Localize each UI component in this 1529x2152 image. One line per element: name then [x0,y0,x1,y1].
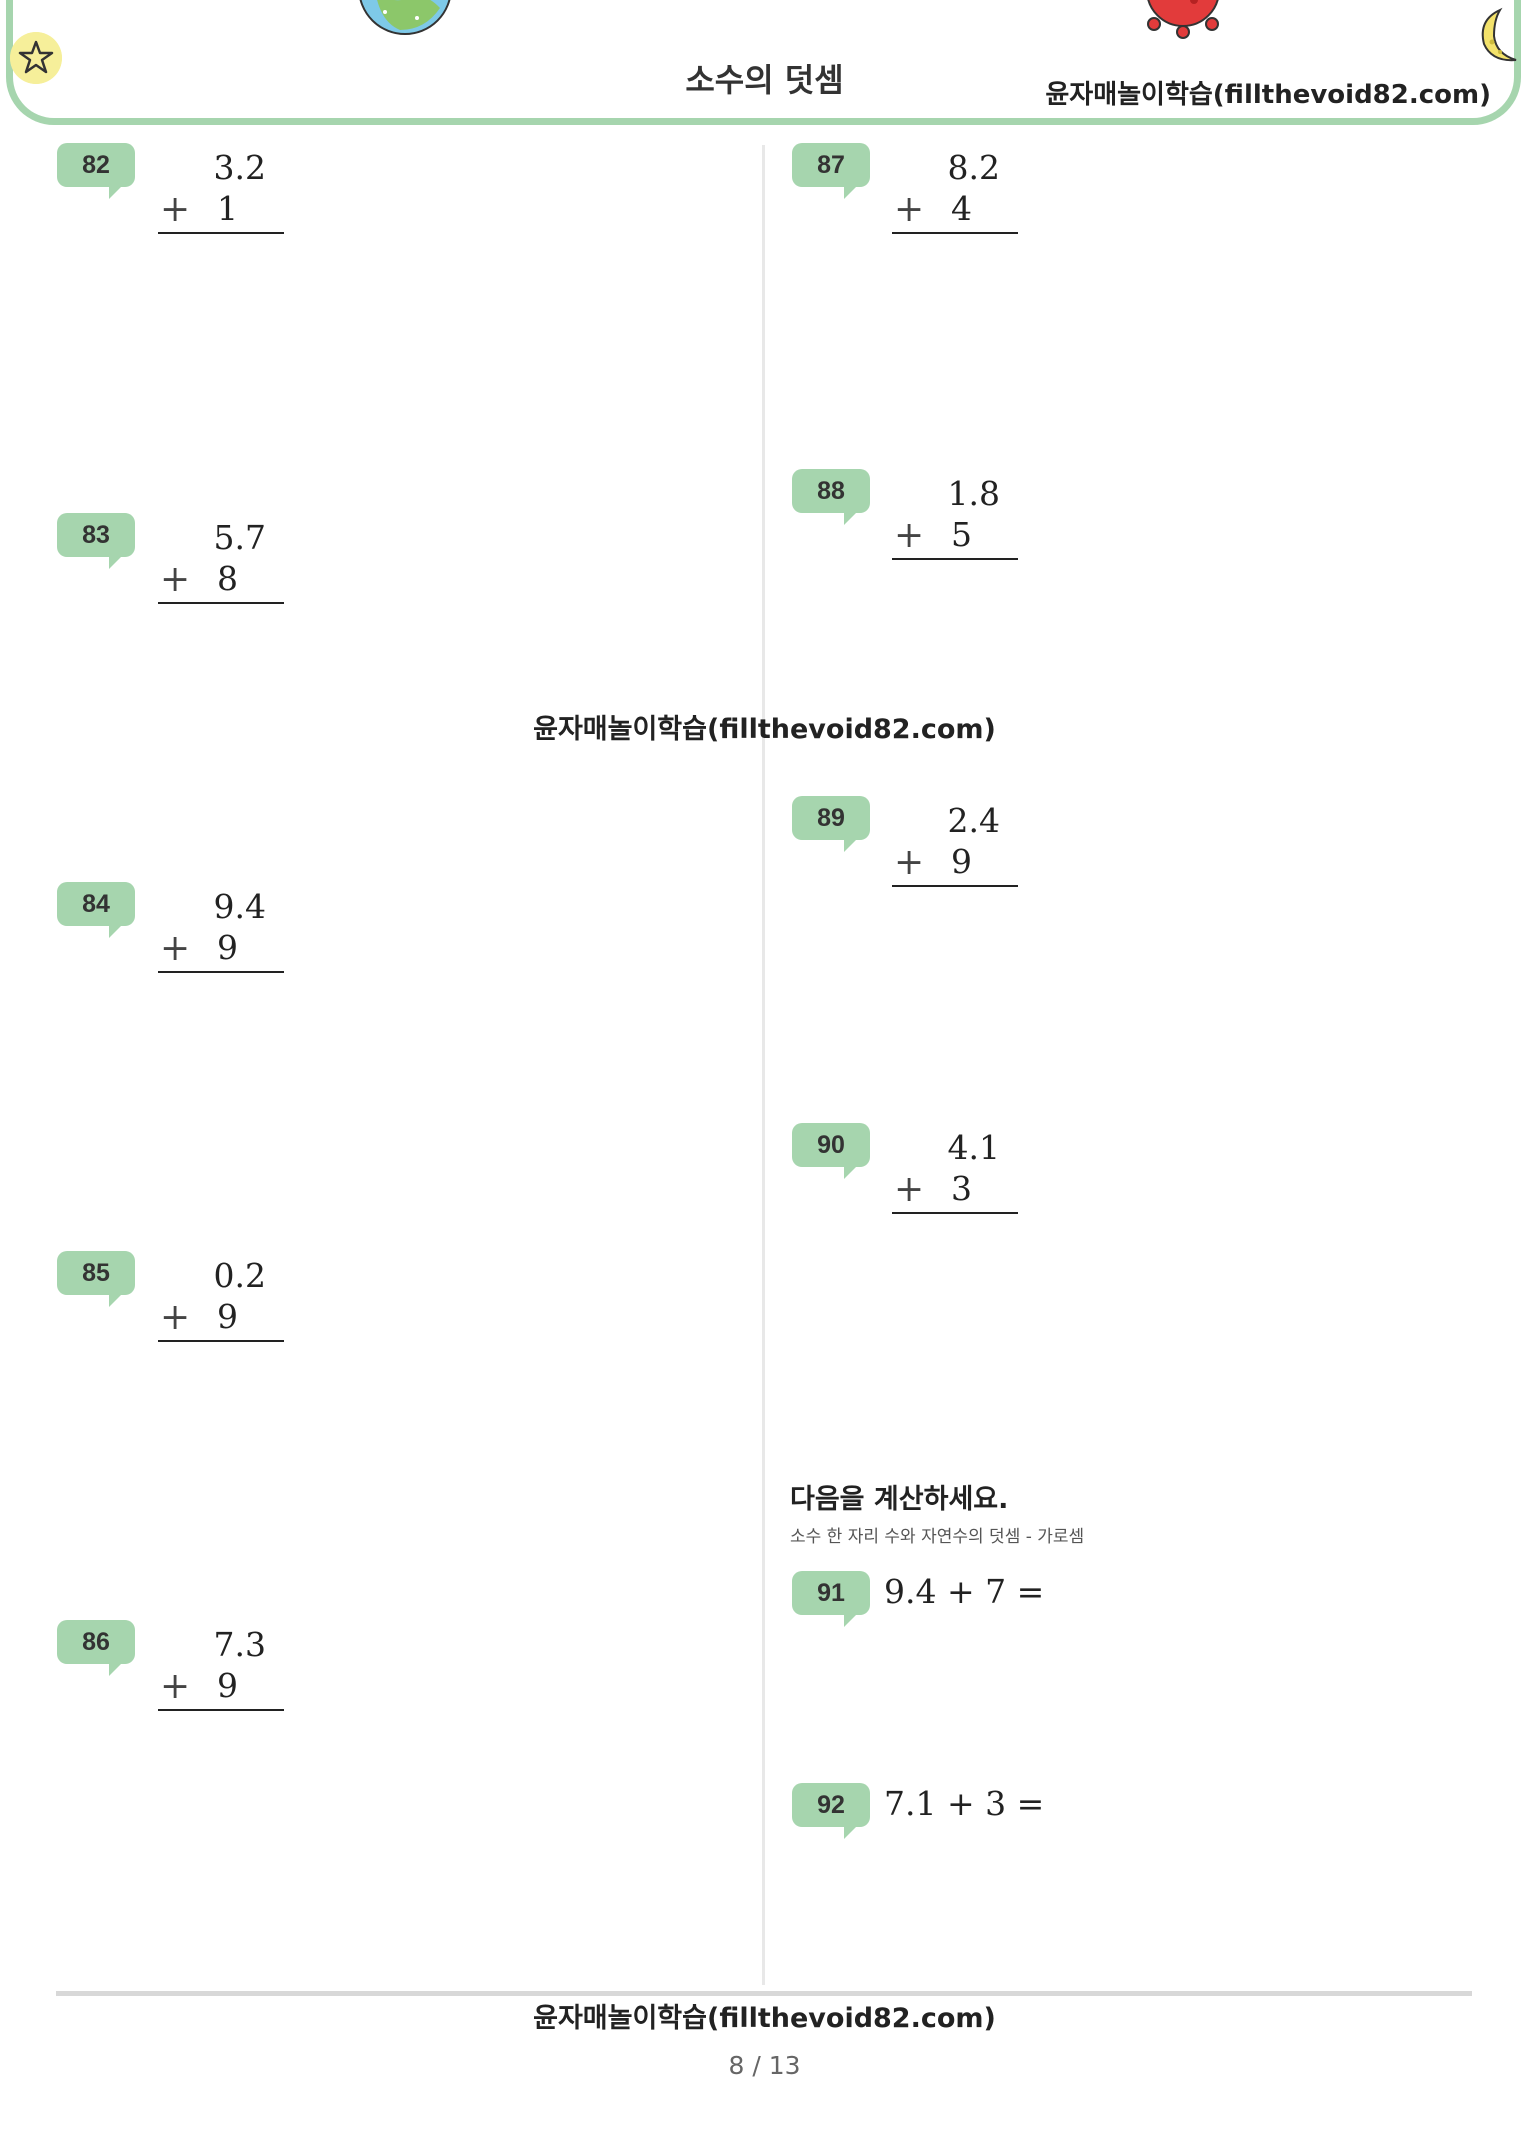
addend-top: 2.4 [947,801,1000,840]
answer-line [892,1212,1018,1214]
vertical-problem: 9.4 + 9 [158,887,284,995]
addend-bottom: 3 [951,1169,972,1208]
problem-number-badge: 86 [57,1620,135,1676]
header-border [6,0,1521,125]
vertical-problem: 7.3 + 9 [158,1625,284,1733]
addend-top: 3.2 [213,148,266,187]
problem-number-badge: 91 [792,1571,870,1627]
header-site-name: 윤자매놀이학습(fillthevoid82.com) [1045,80,1491,110]
addend-top: 5.7 [213,518,266,557]
column-divider [762,145,765,1985]
plus-sign: + [894,842,925,883]
answer-line [158,232,284,234]
addend-top: 0.2 [213,1256,266,1295]
addend-bottom: 4 [951,189,972,228]
plus-sign: + [160,1297,191,1338]
problem-number-badge: 90 [792,1123,870,1179]
problem-number-badge: 85 [57,1251,135,1307]
vertical-problem: 4.1 + 3 [892,1128,1018,1236]
plus-sign: + [894,189,925,230]
horizontal-problem: 9.4 + 7 = [884,1572,1045,1611]
vertical-problem: 1.8 + 5 [892,474,1018,582]
vertical-problem: 2.4 + 9 [892,801,1018,909]
addend-top: 9.4 [213,887,266,926]
problem-number-badge: 88 [792,469,870,525]
answer-line [892,885,1018,887]
footer-site-name: 윤자매놀이학습(fillthevoid82.com) [533,2003,996,2034]
addend-bottom: 9 [951,842,972,881]
horizontal-problem: 7.1 + 3 = [884,1784,1045,1823]
addend-bottom: 5 [951,515,972,554]
problem-number-badge: 87 [792,143,870,199]
plus-sign: + [894,515,925,556]
answer-line [158,971,284,973]
plus-sign: + [894,1169,925,1210]
answer-line [158,1340,284,1342]
addend-bottom: 9 [217,1666,238,1705]
problem-number-badge: 92 [792,1783,870,1839]
plus-sign: + [160,559,191,600]
answer-line [158,602,284,604]
vertical-problem: 3.2 + 1 [158,148,284,256]
addend-bottom: 9 [217,928,238,967]
vertical-problem: 0.2 + 9 [158,1256,284,1364]
plus-sign: + [160,1666,191,1707]
addend-bottom: 9 [217,1297,238,1336]
problem-number-badge: 83 [57,513,135,569]
center-watermark: 윤자매놀이학습(fillthevoid82.com) [533,714,996,745]
answer-line [892,558,1018,560]
addend-top: 4.1 [947,1128,1000,1167]
problem-number-badge: 82 [57,143,135,199]
addend-top: 1.8 [947,474,1000,513]
addend-bottom: 8 [217,559,238,598]
instructions-subtitle: 소수 한 자리 수와 자연수의 덧셈 - 가로셈 [790,1527,1085,1547]
page-number: 8 / 13 [728,2051,801,2080]
footer-divider [56,1991,1472,1996]
page-title: 소수의 덧셈 [685,61,844,99]
vertical-problem: 5.7 + 8 [158,518,284,626]
addend-bottom: 1 [217,189,238,228]
plus-sign: + [160,928,191,969]
problem-number-badge: 89 [792,796,870,852]
moon-icon [1481,7,1517,62]
problem-number-badge: 84 [57,882,135,938]
instructions-title: 다음을 계산하세요. [790,1484,1009,1515]
addend-top: 7.3 [213,1625,266,1664]
virus-icon [1147,0,1219,39]
addend-top: 8.2 [947,148,1000,187]
vertical-problem: 8.2 + 4 [892,148,1018,256]
star-icon [10,32,62,84]
plus-sign: + [160,189,191,230]
answer-line [892,232,1018,234]
earth-icon [359,0,451,35]
answer-line [158,1709,284,1711]
